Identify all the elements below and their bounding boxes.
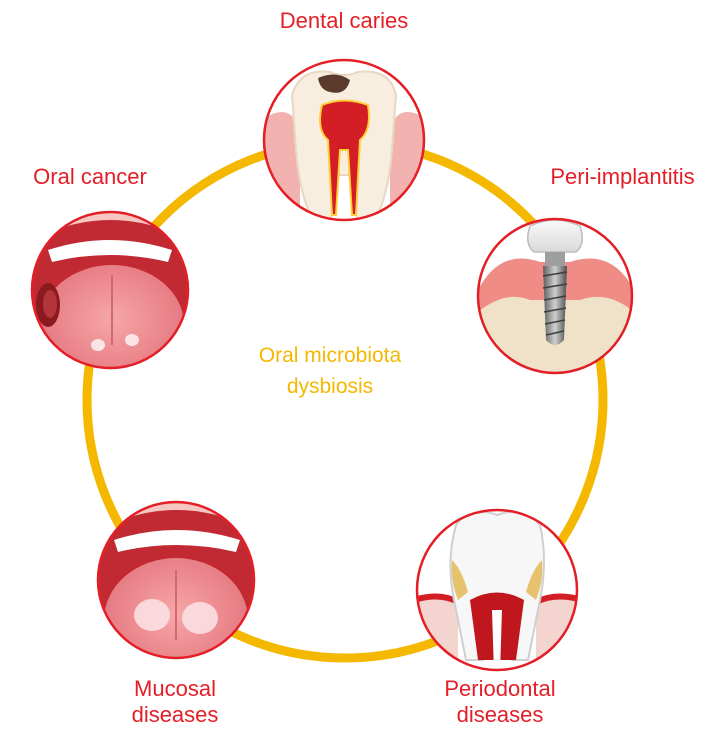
mucosal-node	[97, 500, 257, 682]
label-mucosal-diseases: Mucosal diseases	[100, 676, 250, 728]
periodontal-node	[414, 508, 582, 680]
peri-implantitis-node	[475, 218, 637, 380]
label-periodontal-diseases: Periodontal diseases	[415, 676, 585, 728]
label-mucosal-line1: Mucosal	[100, 676, 250, 702]
center-label-line2: dysbiosis	[210, 371, 450, 402]
center-label: Oral microbiota dysbiosis	[210, 340, 450, 402]
oral-cancer-node	[31, 210, 191, 385]
label-oral-cancer: Oral cancer	[10, 164, 170, 190]
label-periodontal-line2: diseases	[415, 702, 585, 728]
center-label-line1: Oral microbiota	[210, 340, 450, 371]
label-dental-caries: Dental caries	[244, 8, 444, 34]
label-peri-implantitis: Peri-implantitis	[530, 164, 715, 190]
label-periodontal-line1: Periodontal	[415, 676, 585, 702]
dental-caries-node	[260, 58, 430, 230]
label-mucosal-line2: diseases	[100, 702, 250, 728]
